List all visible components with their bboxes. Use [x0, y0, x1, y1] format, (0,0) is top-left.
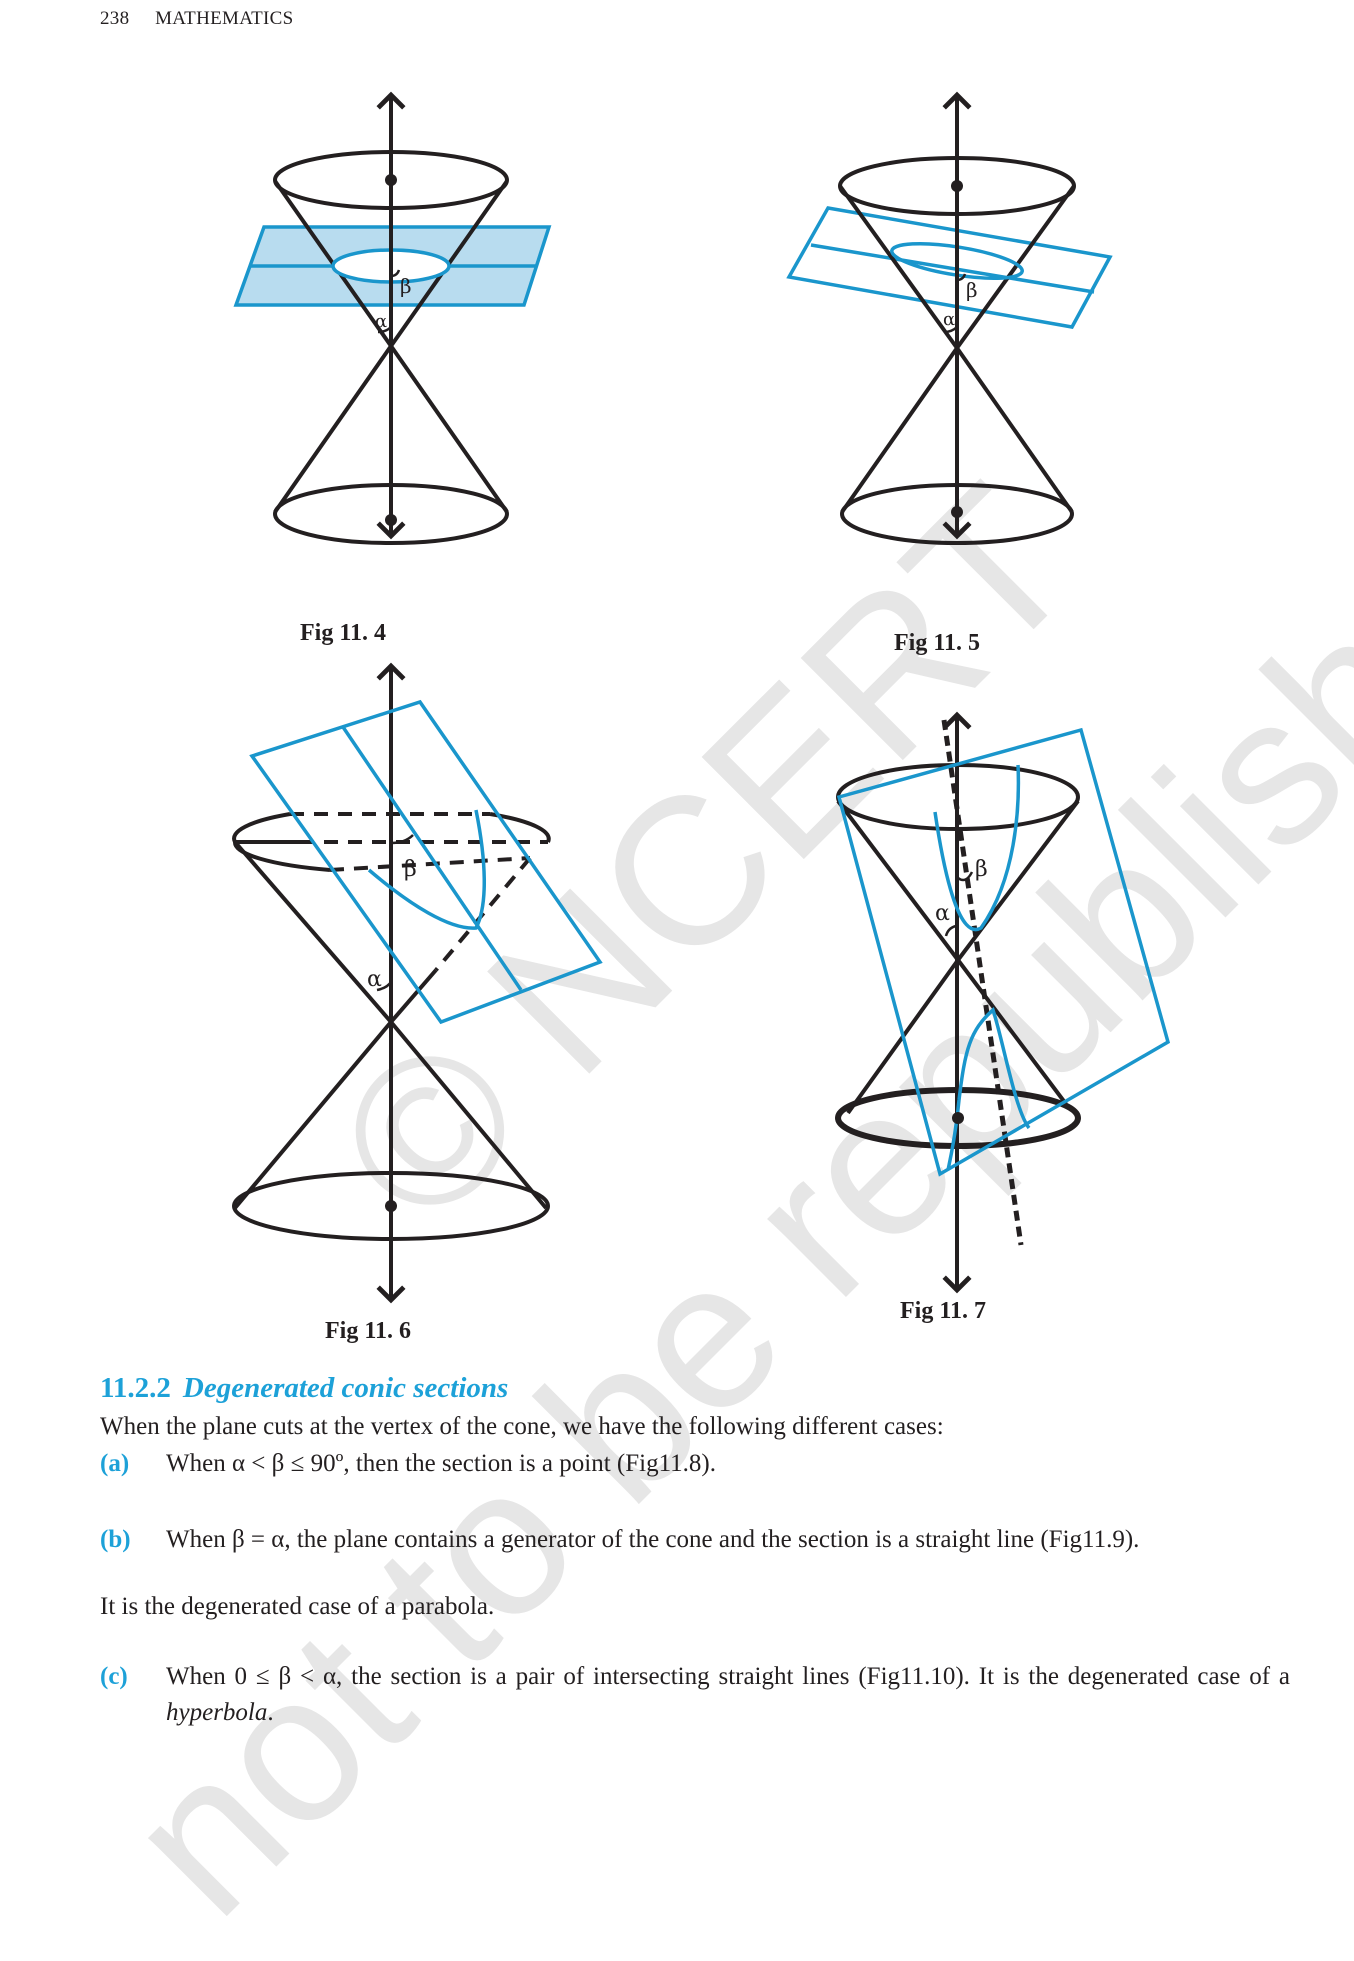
svg-text:α: α	[375, 311, 387, 332]
page-number: 238	[100, 8, 130, 29]
term-hyperbola: hyperbola	[166, 1699, 268, 1726]
svg-text:β: β	[400, 274, 412, 298]
figure-11-6-double-cone-parabola: β α	[232, 662, 603, 1304]
figure-caption-11-4: Fig 11. 4	[300, 620, 387, 646]
list-text-c-main: When 0 ≤ β < α, the section is a pair of…	[166, 1663, 1290, 1690]
svg-text:β: β	[404, 857, 417, 882]
figure-11-7-double-cone-hyperbola: β α	[835, 711, 1171, 1294]
section-intro: When the plane cuts at the vertex of the…	[100, 1413, 944, 1440]
figure-caption-11-6: Fig 11. 6	[325, 1318, 412, 1344]
figures-canvas: β α β α	[232, 91, 1171, 1304]
svg-text:α: α	[935, 901, 950, 926]
figure-11-4-double-cone-circle: β α	[233, 91, 552, 545]
list-text-a: When α < β ≤ 90º, then the section is a …	[166, 1450, 716, 1477]
list-label-b: (b)	[100, 1526, 131, 1553]
list-item-c: (c) When 0 ≤ β < α, the section is a pai…	[100, 1659, 1290, 1731]
svg-text:α: α	[943, 309, 955, 330]
figure-caption-11-7: Fig 11. 7	[900, 1298, 987, 1324]
list-text-b: When β = α, the plane contains a generat…	[166, 1526, 1140, 1553]
list-label-c: (c)	[100, 1663, 128, 1690]
svg-text:β: β	[975, 857, 988, 882]
list-item-b: (b) When β = α, the plane contains a gen…	[100, 1522, 1290, 1558]
section-number: 11.2.2	[100, 1372, 171, 1404]
note-parabola: It is the degenerated case of a parabola…	[100, 1593, 495, 1620]
svg-text:α: α	[367, 967, 382, 992]
svg-text:β: β	[966, 278, 978, 302]
running-header: 238 MATHEMATICS	[100, 8, 294, 30]
figure-11-5-double-cone-ellipse: β α	[786, 91, 1113, 545]
section-heading: 11.2.2 Degenerated conic sections	[100, 1372, 508, 1405]
list-text-c: When 0 ≤ β < α, the section is a pair of…	[166, 1659, 1290, 1731]
list-text-c-end: .	[267, 1699, 274, 1726]
list-label-a: (a)	[100, 1450, 130, 1477]
section-title: Degenerated conic sections	[182, 1372, 509, 1404]
book-title: MATHEMATICS	[155, 8, 294, 29]
list-item-a: (a) When α < β ≤ 90º, then the section i…	[100, 1446, 1290, 1482]
figure-caption-11-5: Fig 11. 5	[894, 630, 981, 656]
